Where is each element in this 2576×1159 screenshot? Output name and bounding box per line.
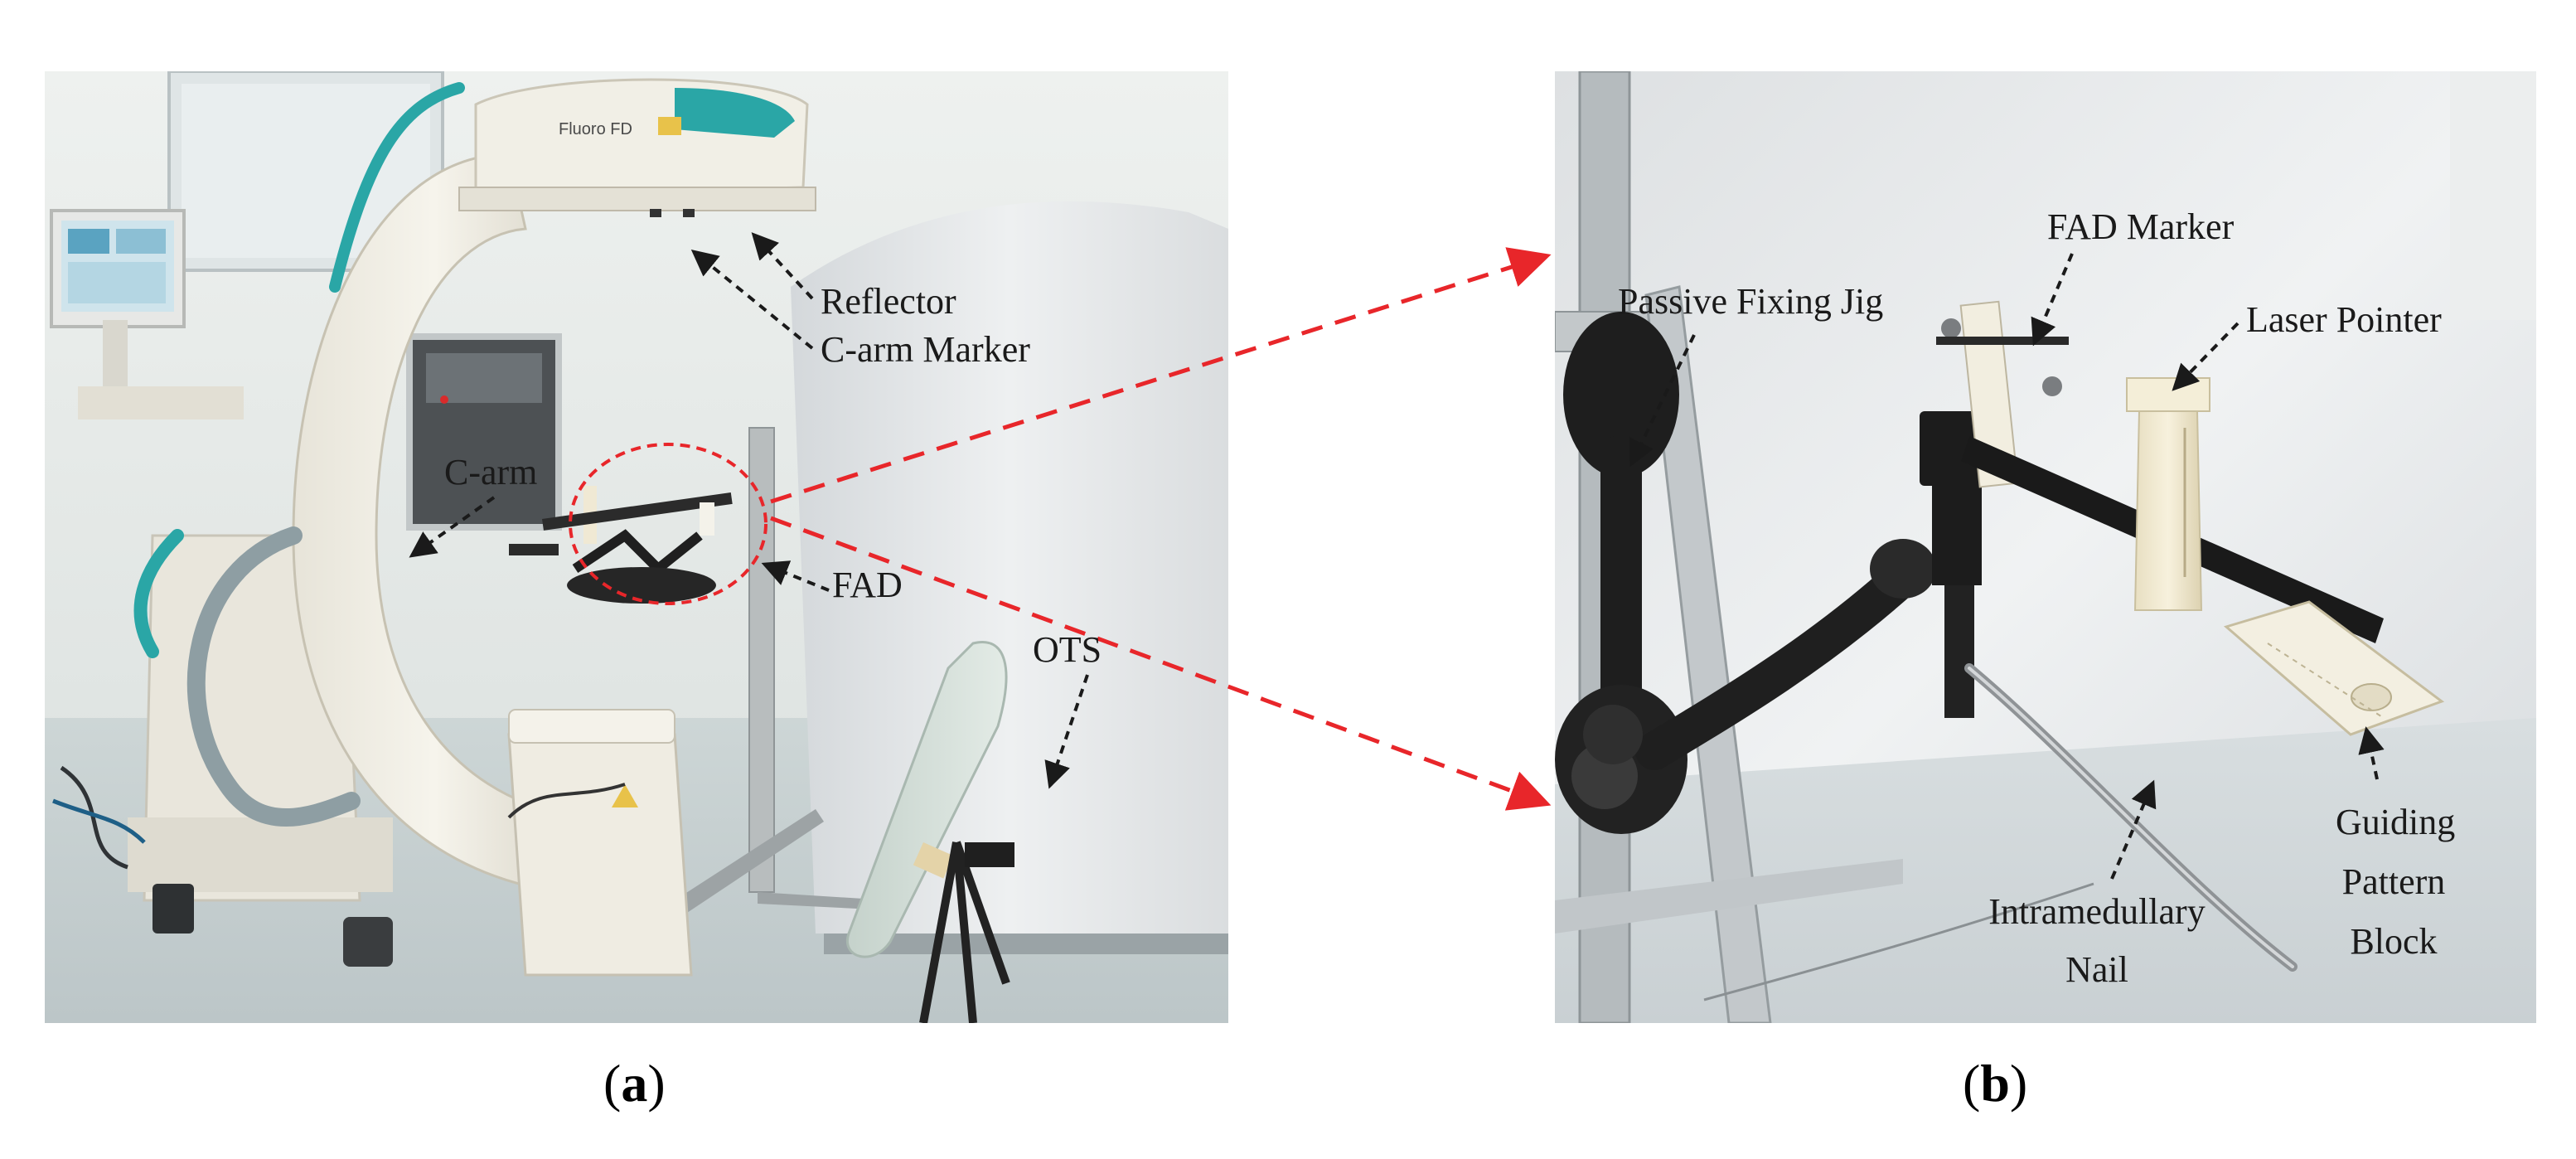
caption-a-open: (	[603, 1054, 622, 1113]
passive-jig-leader	[1629, 334, 1696, 468]
fad-leader	[761, 560, 830, 592]
carm-leader	[409, 496, 496, 558]
label-nail-line2: Nail	[2065, 949, 2128, 990]
floor	[1555, 718, 2536, 1023]
fad-device-photo	[509, 486, 733, 604]
panel-a-photo: Fluoro FD	[45, 71, 1228, 1023]
fad-highlight-ellipse	[569, 443, 767, 605]
operating-room-scene: Fluoro FD	[45, 71, 1228, 1023]
caption-b-close: )	[2009, 1054, 2028, 1113]
carm-marker-leader	[690, 249, 814, 350]
intramedullary-leader	[2110, 779, 2157, 880]
label-block-line3: Block	[2350, 921, 2438, 962]
jig-arm-diagonal	[1635, 558, 1922, 770]
label-intramedullary-line1: Intramedullary	[1988, 891, 2206, 932]
label-pattern-line2: Pattern	[2341, 861, 2446, 902]
gray-hose	[186, 526, 361, 827]
connector-arrow-upper	[770, 247, 1552, 504]
caption-a-close: )	[647, 1054, 666, 1113]
aluminium-rail-diagonal	[1644, 285, 1772, 1023]
ots-leader	[1044, 674, 1089, 789]
caption-b-open: (	[1963, 1054, 1981, 1113]
label-guiding-line1: Guiding	[2336, 802, 2456, 842]
fad-marker-leader	[2031, 253, 2074, 347]
reflector-leader	[751, 232, 814, 300]
caption-a-letter: a	[621, 1054, 648, 1113]
label-fad: FAD	[832, 565, 903, 605]
caption-a: (a)	[603, 1053, 666, 1114]
caption-b: (b)	[1963, 1053, 2027, 1114]
label-reflector: Reflector	[821, 281, 956, 322]
device-brand-text: Fluoro FD	[559, 120, 632, 138]
fad-closeup-scene	[1555, 71, 2536, 1023]
label-fad-marker: FAD Marker	[2047, 206, 2235, 247]
guiding-pattern-leader	[2358, 726, 2385, 780]
label-carm-marker: C-arm Marker	[821, 329, 1030, 370]
connector-arrow-lower	[770, 516, 1552, 811]
label-laser-pointer: Laser Pointer	[2246, 299, 2442, 340]
teal-accent	[675, 88, 795, 138]
panel-b-photo	[1555, 71, 2536, 1023]
white-curtain	[791, 201, 1228, 934]
label-passive-fixing-jig: Passive Fixing Jig	[1618, 281, 1884, 322]
jig-knob-top	[1563, 312, 1679, 478]
label-carm: C-arm	[444, 452, 538, 492]
label-ots: OTS	[1033, 629, 1102, 670]
laser-pointer-leader	[2172, 322, 2239, 391]
caption-b-letter: b	[1980, 1054, 2010, 1113]
ots-camera-photo	[845, 641, 1014, 1023]
